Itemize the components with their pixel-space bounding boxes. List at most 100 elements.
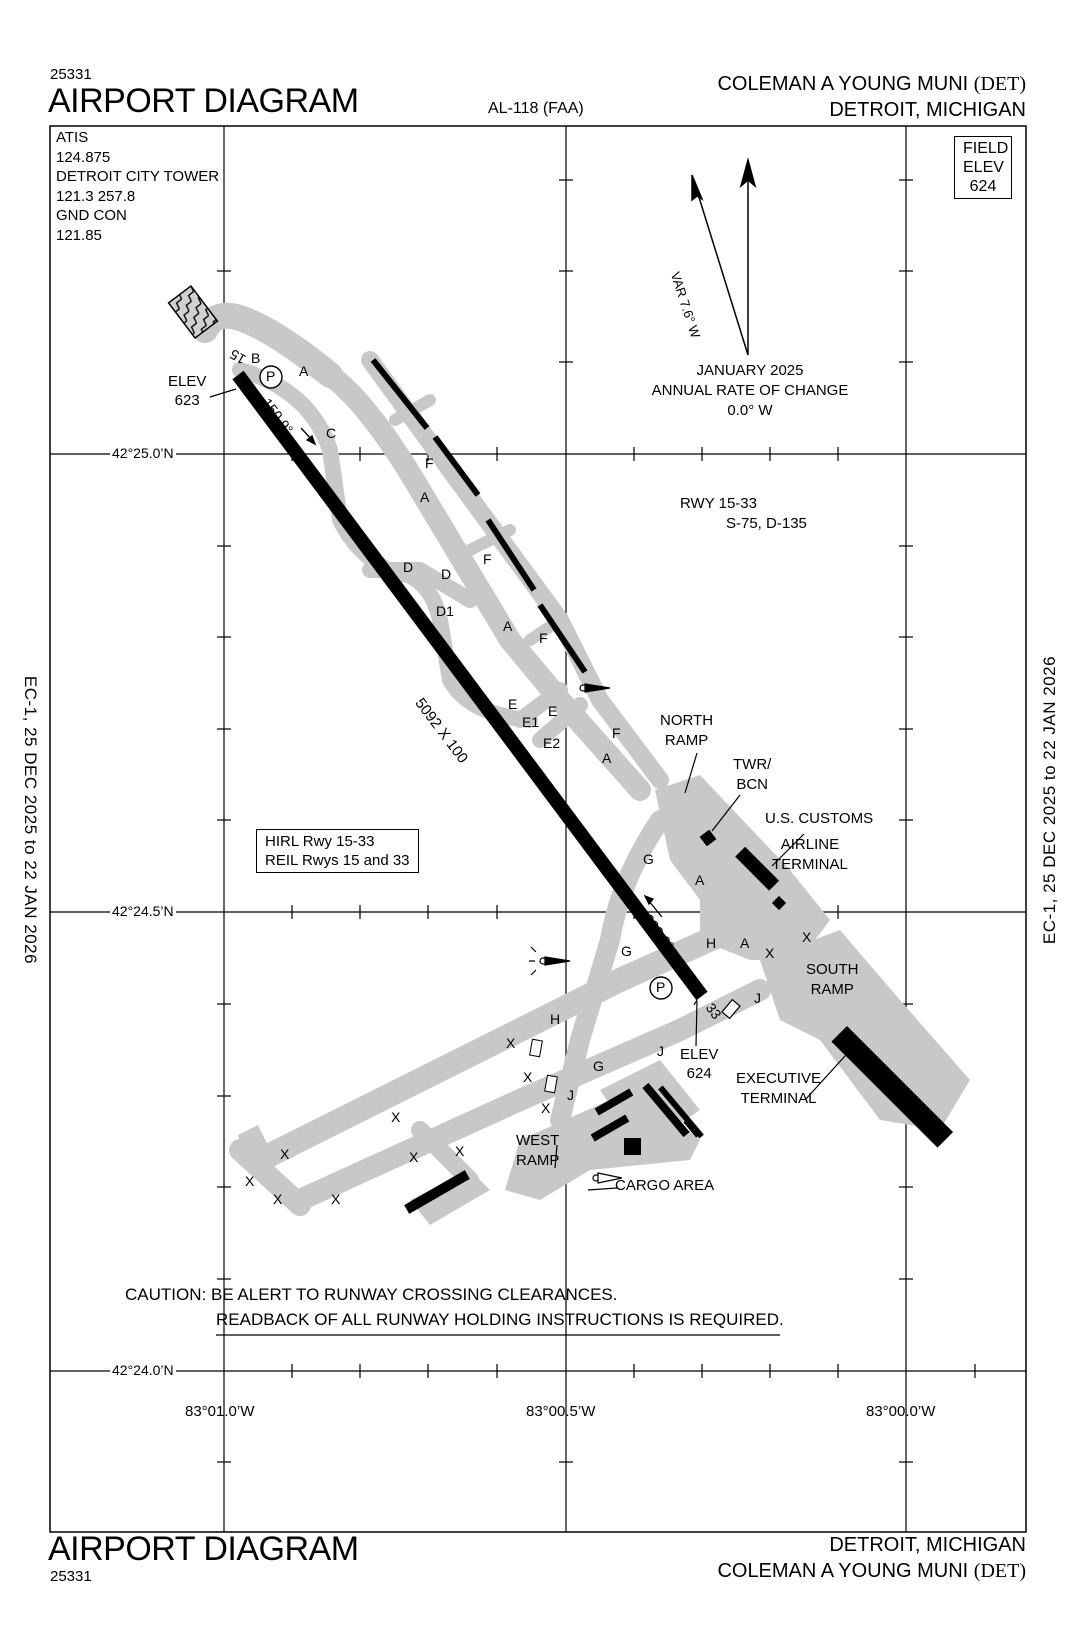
north-ramp-line2: RAMP bbox=[664, 732, 709, 749]
closed-marker: X bbox=[331, 1191, 341, 1207]
hold-marker-2 bbox=[529, 1038, 543, 1058]
taxiway-c-label: C bbox=[326, 425, 337, 441]
rwy33-elev-value: 624 bbox=[686, 1065, 712, 1082]
rwy15-elev-value: 623 bbox=[174, 392, 200, 409]
variation-info: JANUARY 2025 ANNUAL RATE OF CHANGE 0.0° … bbox=[640, 361, 860, 421]
footer-airport-name-text: COLEMAN A YOUNG MUNI bbox=[717, 1560, 969, 1582]
right-effective-dates: EC-1, 25 DEC 2025 to 22 JAN 2026 bbox=[1040, 655, 1059, 945]
taxiway-f-structures bbox=[370, 358, 588, 674]
parking-symbol-north: P bbox=[266, 368, 276, 384]
taxiway-a-label: A bbox=[740, 935, 750, 951]
footer-airport-name: COLEMAN A YOUNG MUNI (DET) bbox=[717, 1560, 1026, 1583]
footer-title: AIRPORT DIAGRAM bbox=[48, 1530, 359, 1568]
comm-line: 121.3 257.8 bbox=[56, 187, 136, 205]
airport-name: COLEMAN A YOUNG MUNI (DET) bbox=[717, 73, 1026, 96]
taxiway-g-label: G bbox=[643, 851, 654, 867]
airline-terminal-line1: AIRLINE bbox=[780, 836, 840, 853]
parking-symbol-south: P bbox=[656, 979, 666, 995]
ramps bbox=[238, 775, 970, 1225]
cargo-area-label: CARGO AREA bbox=[615, 1177, 715, 1194]
taxiway-a-label: A bbox=[602, 750, 612, 766]
taxiway-e-label: E bbox=[548, 703, 558, 719]
field-elev-value: 624 bbox=[969, 178, 997, 195]
closed-marker: X bbox=[765, 945, 775, 961]
hold-marker-3 bbox=[544, 1074, 558, 1094]
taxiway-f-label: F bbox=[612, 725, 621, 741]
chart-code: AL-118 (FAA) bbox=[488, 100, 584, 117]
taxiway-a-label: A bbox=[299, 363, 309, 379]
coordinate-grid bbox=[50, 126, 1026, 1532]
footer-procedure-number: 25331 bbox=[50, 1568, 92, 1585]
taxiway-j-label: J bbox=[657, 1043, 664, 1059]
closed-marker: X bbox=[541, 1100, 551, 1116]
south-ramp-label: SOUTH RAMP bbox=[806, 960, 859, 1000]
longitude-left: 83°01.0’W bbox=[185, 1403, 255, 1420]
airport-name-text: COLEMAN A YOUNG MUNI bbox=[717, 73, 969, 95]
field-elev-line1: FIELD bbox=[963, 140, 1009, 157]
longitude-right: 83°00.0’W bbox=[866, 1403, 936, 1420]
comm-line: DETROIT CITY TOWER bbox=[56, 168, 220, 185]
lighting-reil: REIL Rwys 15 and 33 bbox=[265, 852, 410, 869]
airline-terminal-line2: TERMINAL bbox=[772, 856, 848, 873]
taxiway-g-label: G bbox=[621, 943, 632, 959]
airport-id: (DET) bbox=[973, 73, 1026, 95]
heading-arrows bbox=[300, 427, 663, 918]
closed-marker: X bbox=[455, 1143, 465, 1159]
taxiway-e1-label: E1 bbox=[522, 714, 540, 730]
windsock-icons bbox=[529, 683, 623, 1184]
lighting-hirl: HIRL Rwy 15-33 bbox=[265, 833, 375, 850]
twr-line1: TWR/ bbox=[733, 756, 772, 773]
variation-date: JANUARY 2025 bbox=[696, 362, 804, 379]
field-elev-line2: ELEV bbox=[963, 159, 1004, 176]
footer-airport-id: (DET) bbox=[973, 1560, 1026, 1582]
taxiway-a-label: A bbox=[420, 489, 430, 505]
latitude-top: 42°25.0’N bbox=[110, 445, 176, 461]
closed-marker: X bbox=[523, 1069, 533, 1085]
footer-city-state: DETROIT, MICHIGAN bbox=[829, 1534, 1026, 1556]
closed-marker: X bbox=[409, 1149, 419, 1165]
rwy33-elev-label: ELEV bbox=[680, 1046, 719, 1063]
taxiway-d1-label: D1 bbox=[436, 603, 454, 619]
runway-strength: S-75, D-135 bbox=[726, 515, 807, 532]
north-arrow bbox=[691, 157, 757, 356]
annual-change-label: ANNUAL RATE OF CHANGE bbox=[651, 382, 849, 399]
taxiway-a-label: A bbox=[503, 618, 513, 634]
taxiway-e-label: E bbox=[508, 696, 518, 712]
comm-line: ATIS bbox=[56, 129, 89, 146]
taxiway-h-label: H bbox=[706, 935, 717, 951]
taxiway-d-label: D bbox=[441, 566, 452, 582]
comm-line: 124.875 bbox=[56, 148, 111, 166]
closed-marker: X bbox=[245, 1173, 255, 1189]
closed-marker: X bbox=[391, 1109, 401, 1125]
taxiway-g-label: G bbox=[593, 1058, 604, 1074]
caution-line1: CAUTION: BE ALERT TO RUNWAY CROSSING CLE… bbox=[125, 1285, 618, 1304]
executive-terminal-label: EXECUTIVE TERMINAL bbox=[736, 1069, 821, 1109]
runway-15-33 bbox=[232, 370, 708, 1001]
taxiway-f-label: F bbox=[483, 551, 492, 567]
runway-designation: RWY 15-33 bbox=[680, 495, 757, 512]
latitude-mid: 42°24.5’N bbox=[110, 903, 176, 919]
north-ramp-line1: NORTH bbox=[660, 712, 714, 729]
closed-marker: X bbox=[280, 1146, 290, 1162]
procedure-number: 25331 bbox=[50, 66, 92, 83]
runway-blast-pad bbox=[167, 284, 219, 340]
west-ramp-line2: RAMP bbox=[516, 1152, 560, 1169]
caution-line2: READBACK OF ALL RUNWAY HOLDING INSTRUCTI… bbox=[216, 1310, 784, 1329]
executive-terminal-line2: TERMINAL bbox=[740, 1090, 817, 1107]
lighting-box: HIRL Rwy 15-33 REIL Rwys 15 and 33 bbox=[256, 829, 419, 873]
north-ramp-label: NORTH RAMP bbox=[660, 711, 713, 751]
comm-line: 121.85 bbox=[56, 226, 102, 244]
west-ramp-label: WEST RAMP bbox=[516, 1131, 559, 1171]
taxiway-d-label: D bbox=[403, 559, 414, 575]
comm-line: GND CON bbox=[56, 207, 127, 224]
tower-beacon-label: TWR/ BCN bbox=[733, 755, 771, 795]
closed-marker: X bbox=[802, 929, 812, 945]
communications-block: ATIS 124.875 DETROIT CITY TOWER 121.3 25… bbox=[56, 128, 219, 245]
executive-terminal-line1: EXECUTIVE bbox=[736, 1070, 822, 1087]
twr-line2: BCN bbox=[736, 776, 768, 793]
us-customs-label: U.S. CUSTOMS bbox=[765, 810, 874, 827]
leader-lines bbox=[209, 388, 856, 1191]
south-ramp-line2: RAMP bbox=[810, 981, 854, 998]
closed-marker: X bbox=[273, 1191, 283, 1207]
